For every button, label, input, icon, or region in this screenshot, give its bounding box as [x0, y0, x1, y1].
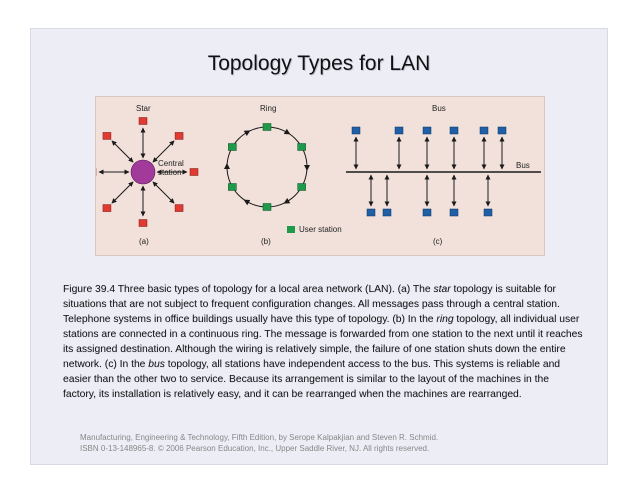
star-heading: Star — [136, 104, 151, 113]
bus-user-station — [382, 208, 392, 217]
bus-user-station — [422, 208, 432, 217]
ring-direction-arrow — [283, 128, 291, 135]
bus-line-label: Bus — [516, 161, 530, 170]
figure-caption: Figure 39.4 Three basic types of topolog… — [63, 282, 583, 402]
ring-heading: Ring — [260, 104, 276, 113]
star-user-station — [138, 117, 148, 125]
bus-user-station — [351, 126, 361, 135]
bus-user-station — [479, 126, 489, 135]
ring-cable — [226, 126, 308, 208]
ring-user-station — [297, 143, 306, 151]
footer-line-1: Manufacturing, Engineering & Technology,… — [80, 433, 439, 442]
bus-user-station — [422, 126, 432, 135]
star-link-arrow — [111, 140, 134, 163]
caption-text-2: topology is suitable for situations that… — [63, 284, 560, 325]
bus-heading: Bus — [432, 104, 446, 113]
ring-direction-arrow — [283, 198, 291, 204]
topology-figure: Star Central station (a) Ring User stati… — [95, 96, 545, 256]
panel-label-c: (c) — [433, 237, 443, 246]
ring-direction-arrow — [243, 130, 251, 136]
caption-ring-word: ring — [436, 314, 454, 325]
star-link-arrow — [152, 140, 175, 163]
bus-user-station — [449, 126, 459, 135]
star-link-arrow — [111, 181, 134, 204]
bus-user-station — [449, 208, 459, 217]
ring-topology — [224, 123, 310, 211]
bus-user-station — [394, 126, 404, 135]
star-user-station — [174, 204, 184, 212]
ring-user-station — [228, 143, 237, 151]
user-station-legend-label: User station — [299, 225, 342, 234]
panel-label-a: (a) — [139, 237, 149, 246]
panel-label-b: (b) — [261, 237, 271, 246]
ring-user-station — [228, 183, 237, 191]
star-user-station — [189, 168, 199, 176]
star-user-station — [138, 219, 148, 227]
bus-user-station — [483, 208, 493, 217]
caption-text-4: topology, all stations have independent … — [63, 359, 561, 400]
user-station-legend-icon — [287, 226, 295, 233]
star-user-station — [102, 132, 112, 140]
slide-title: Topology Types for LAN — [207, 52, 431, 75]
caption-text-1: Figure 39.4 Three basic types of topolog… — [63, 284, 434, 295]
topology-diagram: Star Central station (a) Ring User stati… — [96, 104, 541, 246]
ring-direction-arrow — [243, 199, 251, 206]
ring-user-station — [297, 183, 306, 191]
star-link-arrow — [152, 181, 175, 204]
central-station-label-2: station — [158, 168, 182, 177]
bus-user-station — [497, 126, 507, 135]
bus-topology — [346, 126, 541, 217]
ring-direction-arrow — [304, 165, 310, 171]
ring-user-station — [262, 203, 272, 211]
star-user-station — [174, 132, 184, 140]
ring-user-station — [262, 123, 272, 131]
star-user-station — [102, 204, 112, 212]
caption-text-3: topology, all individual user stations a… — [63, 314, 583, 370]
caption-star-word: star — [433, 284, 451, 295]
caption-bus-word: bus — [148, 359, 165, 370]
star-topology — [96, 117, 199, 227]
ring-direction-arrow — [224, 163, 230, 169]
bus-user-station — [366, 208, 376, 217]
copyright-footer: Manufacturing, Engineering & Technology,… — [80, 432, 550, 454]
central-station-label: Central — [158, 159, 184, 168]
central-station-node — [130, 159, 156, 185]
footer-line-2: ISBN 0-13-148965-8. © 2006 Pearson Educa… — [80, 444, 430, 453]
